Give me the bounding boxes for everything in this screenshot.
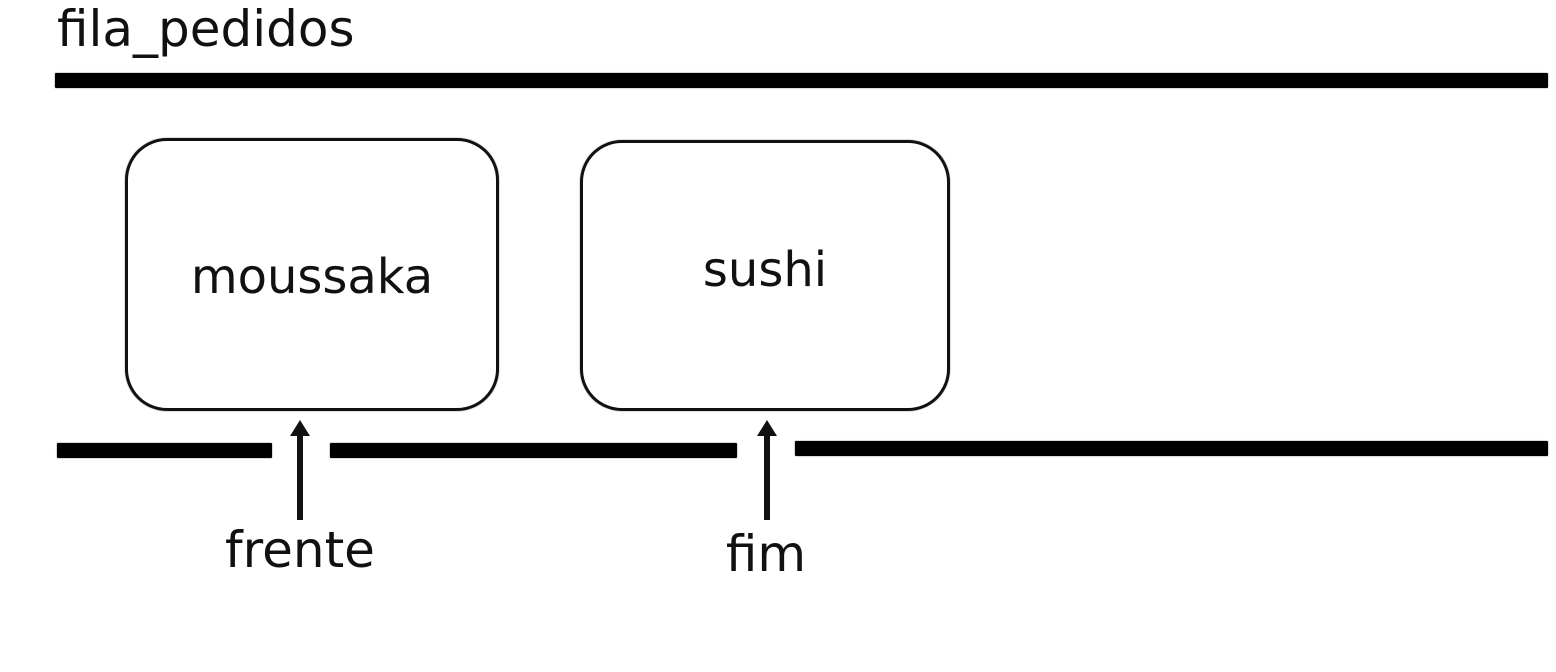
queue-bottom-rail-segment-2 <box>330 443 737 458</box>
front-pointer-arrow-icon <box>290 420 310 520</box>
end-pointer-arrow-icon <box>757 420 777 520</box>
queue-node-label: moussaka <box>190 248 434 305</box>
queue-node-sushi: sushi <box>580 140 950 411</box>
queue-node-label: sushi <box>702 241 828 298</box>
front-pointer-label: frente <box>225 521 375 579</box>
end-pointer-label: fim <box>725 525 807 583</box>
queue-bottom-rail-segment-3 <box>795 441 1548 456</box>
queue-title: fila_pedidos <box>57 0 355 58</box>
queue-bottom-rail-segment-1 <box>57 443 272 458</box>
queue-node-moussaka: moussaka <box>125 138 499 411</box>
queue-top-rail <box>55 73 1548 88</box>
